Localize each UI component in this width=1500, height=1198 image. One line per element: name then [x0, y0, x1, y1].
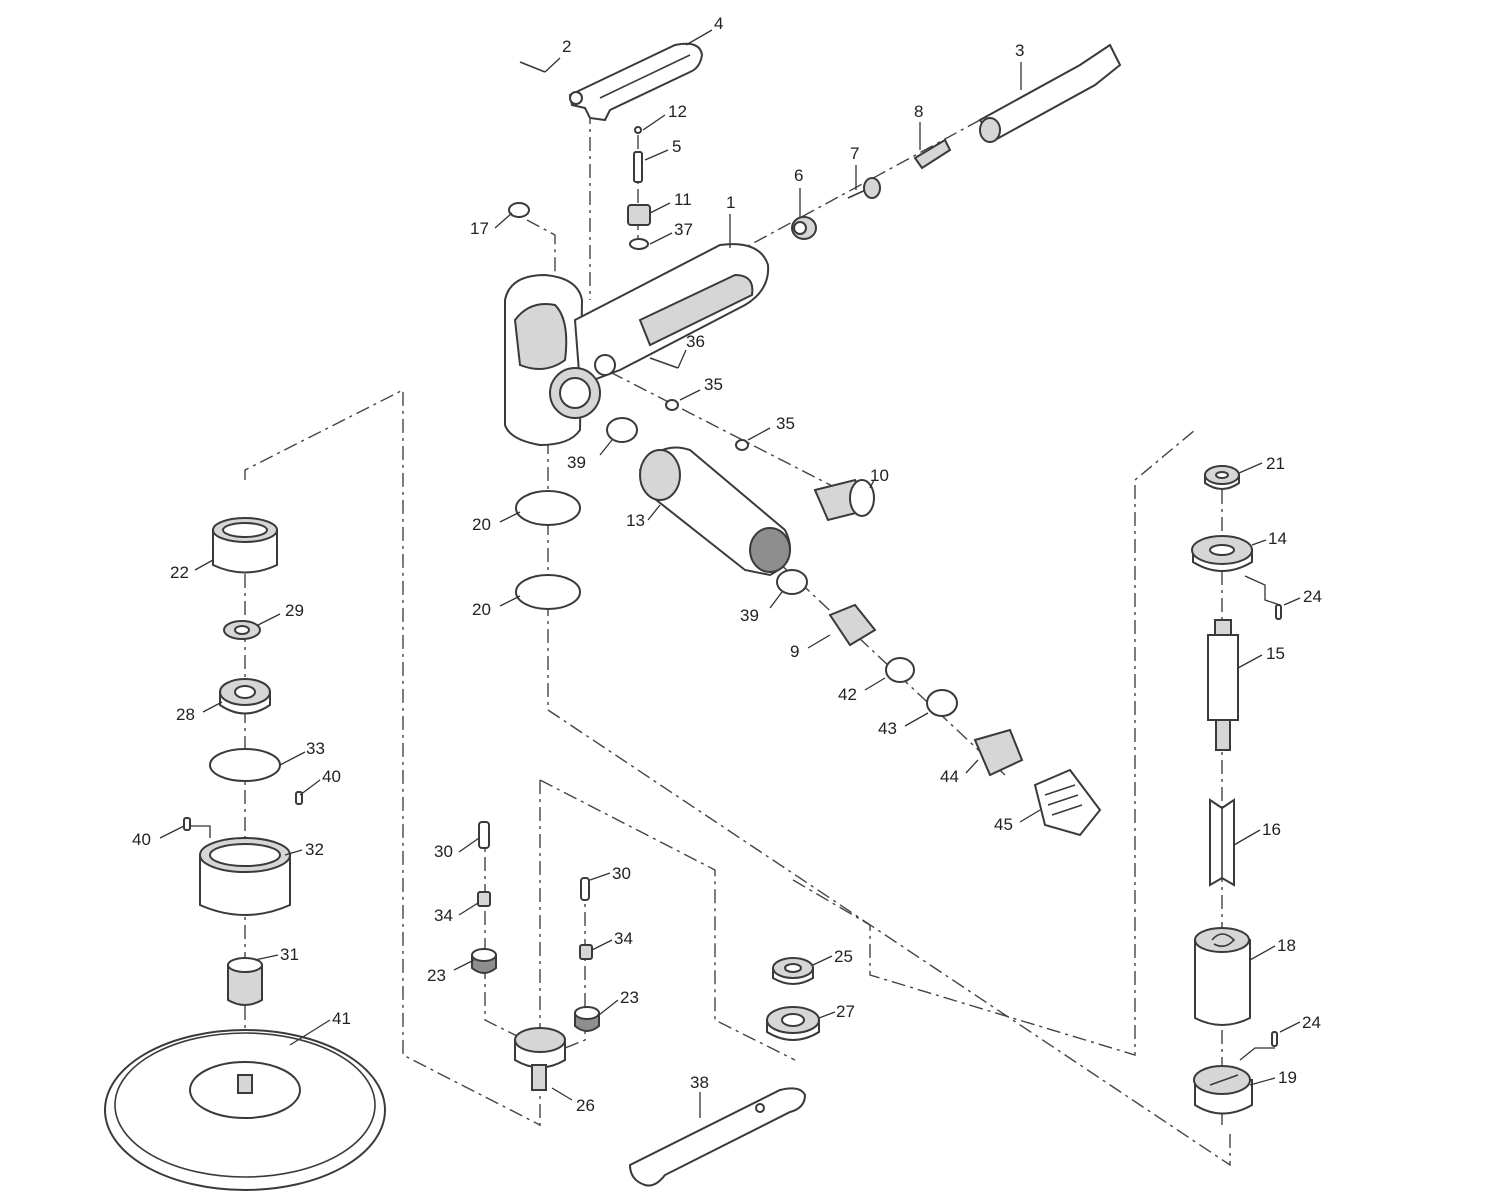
- callout-6: 6: [794, 166, 803, 185]
- part-2-pin: [519, 61, 546, 73]
- callout-7: 7: [850, 144, 859, 163]
- callout-29: 29: [285, 601, 304, 620]
- callout-39-a: 39: [567, 453, 586, 472]
- callout-labels: 2 4 3 12 8 5 7 6 11 1 17 37 36 35 35 39 …: [132, 14, 1322, 1115]
- part-23-bushings: [471, 948, 600, 1032]
- callout-8: 8: [914, 102, 923, 121]
- part-6-bushing: [791, 216, 817, 240]
- part-15-rotor: [1207, 619, 1239, 751]
- callout-14: 14: [1268, 529, 1287, 548]
- callout-28: 28: [176, 705, 195, 724]
- part-33-o-ring: [209, 748, 281, 782]
- part-25-bearing: [772, 957, 814, 985]
- callout-25: 25: [834, 947, 853, 966]
- callout-40-a: 40: [322, 767, 341, 786]
- callout-35-b: 35: [776, 414, 795, 433]
- callout-12: 12: [668, 102, 687, 121]
- part-20-o-rings: [515, 490, 581, 610]
- part-35-o-rings: [665, 399, 749, 451]
- callout-26: 26: [576, 1096, 595, 1115]
- part-32-shroud: [199, 837, 291, 916]
- part-38-wrench: [628, 1087, 807, 1187]
- callout-43: 43: [878, 719, 897, 738]
- callout-34-a: 34: [434, 906, 453, 925]
- part-40-pins: [183, 791, 303, 831]
- callout-23-a: 23: [427, 966, 446, 985]
- part-36-pin: [649, 357, 679, 369]
- callout-20-b: 20: [472, 600, 491, 619]
- part-14-end-plate: [1191, 535, 1253, 572]
- callout-15: 15: [1266, 644, 1285, 663]
- callout-31: 31: [280, 945, 299, 964]
- callout-9: 9: [790, 642, 799, 661]
- callout-45: 45: [994, 815, 1013, 834]
- part-29-washer: [223, 620, 261, 640]
- callout-19: 19: [1278, 1068, 1297, 1087]
- part-41-backing-pad: [104, 1029, 386, 1191]
- callout-21: 21: [1266, 454, 1285, 473]
- callout-30-b: 30: [612, 864, 631, 883]
- part-21-bearing: [1204, 465, 1240, 490]
- part-39-o-rings: [606, 417, 808, 595]
- part-12-and-5-valve-pins: [633, 126, 643, 183]
- part-1-housing: [504, 243, 770, 447]
- part-3-air-inlet: [978, 43, 1122, 143]
- callout-37: 37: [674, 220, 693, 239]
- callout-22: 22: [170, 563, 189, 582]
- callout-42: 42: [838, 685, 857, 704]
- part-13-side-handle: [638, 446, 791, 577]
- callout-40-b: 40: [132, 830, 151, 849]
- callout-23-b: 23: [620, 988, 639, 1007]
- callout-36: 36: [686, 332, 705, 351]
- callout-38: 38: [690, 1073, 709, 1092]
- part-19-end-plate: [1193, 1065, 1253, 1115]
- callout-32: 32: [305, 840, 324, 859]
- callout-24-a: 24: [1303, 587, 1322, 606]
- callout-1: 1: [726, 193, 735, 212]
- part-24-pins: [1271, 604, 1282, 1047]
- part-42-43-o-rings: [885, 657, 958, 717]
- callout-41: 41: [332, 1009, 351, 1028]
- part-8-spring: [913, 138, 952, 170]
- callout-30-a: 30: [434, 842, 453, 861]
- part-44-muffler-sleeve: [973, 728, 1024, 777]
- part-9-exhaust-fitting: [828, 603, 877, 647]
- callout-5: 5: [672, 137, 681, 156]
- part-10-regulator: [813, 478, 875, 522]
- part-18-cylinder: [1194, 927, 1251, 1026]
- callout-16: 16: [1262, 820, 1281, 839]
- part-16-vanes: [1209, 798, 1235, 887]
- leader-lines: [159, 29, 1301, 1118]
- part-31-nut: [227, 957, 263, 1006]
- callout-24-b: 24: [1302, 1013, 1321, 1032]
- callout-27: 27: [836, 1002, 855, 1021]
- callout-20-a: 20: [472, 515, 491, 534]
- part-45-muffler: [1033, 768, 1102, 837]
- callout-34-b: 34: [614, 929, 633, 948]
- callout-17: 17: [470, 219, 489, 238]
- callout-44: 44: [940, 767, 959, 786]
- callout-33: 33: [306, 739, 325, 758]
- callout-13: 13: [626, 511, 645, 530]
- part-26-counterweight-shaft: [514, 1027, 566, 1091]
- callout-4: 4: [714, 14, 723, 33]
- callout-2: 2: [562, 37, 571, 56]
- part-7-valve: [847, 177, 881, 199]
- part-28-bearing: [219, 678, 271, 715]
- callout-3: 3: [1015, 41, 1024, 60]
- part-34-set-screws: [477, 891, 593, 960]
- part-11-and-37-seal: [627, 204, 651, 250]
- callout-10: 10: [870, 466, 889, 485]
- callout-11: 11: [674, 190, 692, 209]
- part-30-pins: [478, 821, 590, 901]
- part-22-needle-bearing: [212, 517, 278, 574]
- callout-35-a: 35: [704, 375, 723, 394]
- part-17-o-ring: [508, 202, 530, 218]
- part-27-bearing: [766, 1006, 820, 1041]
- callout-39-b: 39: [740, 606, 759, 625]
- callout-18: 18: [1277, 936, 1296, 955]
